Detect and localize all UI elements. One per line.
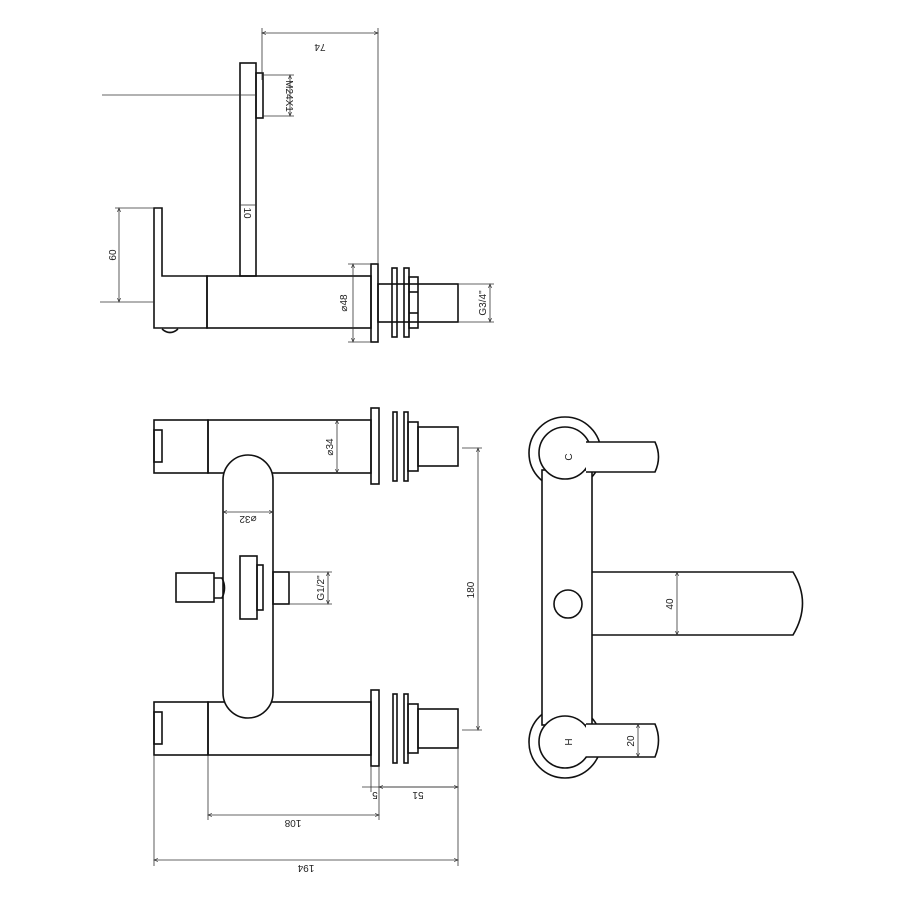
dim-dia34: ⌀34 xyxy=(325,438,336,456)
nut xyxy=(408,276,419,329)
diverter-button xyxy=(553,589,583,619)
hot-label: H xyxy=(564,738,575,745)
dim-74: 74 xyxy=(314,41,326,52)
spout xyxy=(592,571,804,636)
hot-lever xyxy=(586,723,660,758)
diverter-knob xyxy=(175,572,215,603)
cold-lever xyxy=(586,441,660,473)
dim-60: 60 xyxy=(108,249,119,261)
dim-40: 40 xyxy=(665,598,676,610)
front-body xyxy=(541,469,593,726)
dim-10: 10 xyxy=(241,207,252,219)
dim-108: 108 xyxy=(284,817,301,828)
inlet-assembly-top xyxy=(153,407,459,485)
aerator xyxy=(161,328,179,334)
top-view: ⌀34 ⌀32 G1/2" 180 5 51 108 194 xyxy=(153,407,482,873)
dim-thread: M24X1 xyxy=(283,80,294,112)
front-view: C H 40 20 xyxy=(528,416,804,779)
side-view: 74 M24X1 10 60 ⌀48 G3/4" xyxy=(100,28,494,343)
dim-180: 180 xyxy=(466,581,477,598)
washer xyxy=(391,267,398,338)
shower-outlet xyxy=(272,571,290,605)
dim-20: 20 xyxy=(626,735,637,747)
dim-194: 194 xyxy=(297,862,314,873)
thread-connector xyxy=(255,72,264,119)
flange xyxy=(370,263,379,343)
dim-dia48: ⌀48 xyxy=(339,294,350,312)
dim-dia32: ⌀32 xyxy=(239,513,257,524)
inlet-assembly-bottom xyxy=(153,689,459,767)
dim-5: 5 xyxy=(372,789,378,800)
dim-outlet: G1/2" xyxy=(316,575,327,601)
dim-51: 51 xyxy=(412,789,424,800)
cold-label: C xyxy=(564,453,575,460)
mixer-body xyxy=(222,454,274,719)
dim-inlet: G3/4" xyxy=(478,290,489,316)
lever-handle xyxy=(153,207,208,329)
